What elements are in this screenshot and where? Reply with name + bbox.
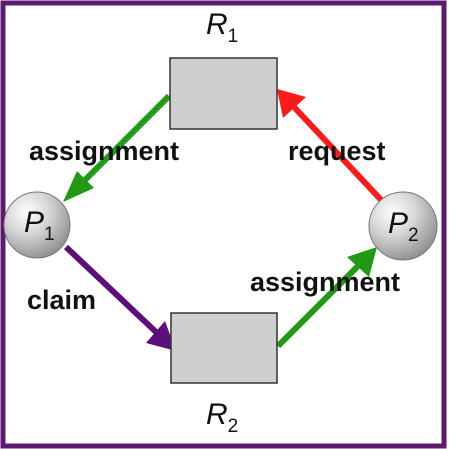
edge-label-assignment-r1-p1: assignment — [29, 136, 179, 166]
resource-r1-box — [169, 57, 278, 130]
resource-r2-label: R2 — [206, 398, 238, 437]
arrow-shaft — [63, 244, 159, 335]
resource-r2-box — [170, 312, 278, 384]
edge-assignment-r1-p1 — [63, 93, 172, 202]
edge-claim-p1-r2 — [63, 244, 176, 351]
process-p2-node — [368, 191, 438, 261]
edge-assignment-r2-p2 — [275, 247, 377, 349]
process-p1: P1 — [3, 191, 71, 259]
edge-label-request-p2-r1: request — [288, 136, 386, 166]
edge-label-claim-p1-r2: claim — [27, 285, 96, 315]
process-p2: P2 — [368, 191, 438, 261]
arrow-shaft — [291, 104, 387, 206]
arrow-shaft — [275, 262, 362, 349]
arrowhead-icon — [146, 321, 176, 351]
arrowhead-icon — [347, 247, 377, 277]
arrowhead-icon — [277, 89, 306, 118]
process-p2-label: P2 — [388, 207, 419, 246]
resource-r1: R1 — [169, 8, 278, 130]
edge-label-assignment-r2-p2: assignment — [250, 267, 400, 297]
arrow-shaft — [79, 93, 172, 186]
resource-r2: R2 — [170, 312, 278, 437]
edge-request-p2-r1 — [277, 89, 387, 206]
process-p1-label: P1 — [24, 206, 55, 245]
resource-r1-label: R1 — [206, 8, 238, 47]
process-p1-node — [3, 191, 71, 259]
arrowhead-icon — [63, 171, 94, 202]
